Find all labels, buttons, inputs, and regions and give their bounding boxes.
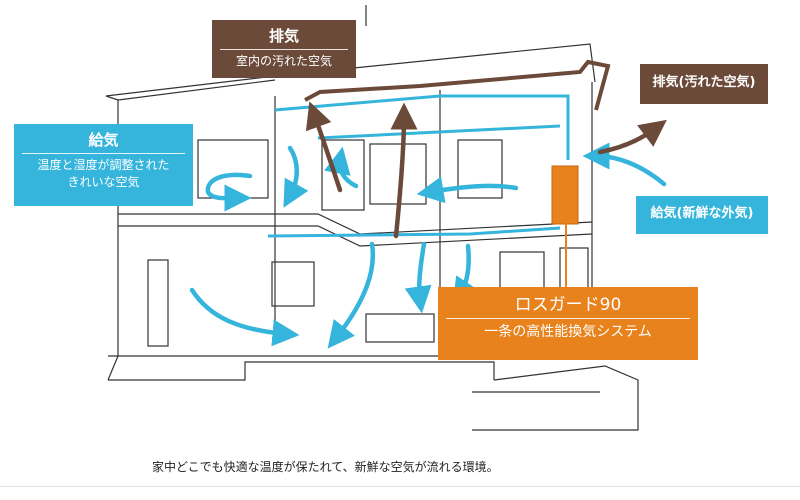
supply-outdoor-label: 給気(新鮮な外気)	[636, 196, 768, 234]
lower-window-mid	[271, 261, 315, 307]
foundation	[108, 361, 495, 381]
supply-indoor-sub-line1: 温度と湿度が調整された	[37, 158, 170, 172]
supply-air-arrows	[189, 142, 667, 349]
bathtub	[365, 313, 435, 343]
lower-window-right	[499, 251, 545, 289]
supply-arrow-lower-mid-2	[404, 241, 432, 314]
supply-arrow-upper-right	[416, 176, 519, 204]
supply-arrow-lower-left	[189, 287, 300, 347]
exhaust-arrow-up-left	[305, 101, 343, 193]
supply-duct-upper	[274, 94, 570, 160]
label-divider	[22, 153, 185, 154]
ducts	[267, 59, 611, 238]
upper-window-right	[457, 139, 503, 199]
exhaust-indoor-label: 排気 室内の汚れた空気	[212, 20, 356, 78]
exhaust-duct-main	[304, 59, 611, 111]
supply-arrow-lower-mid	[327, 241, 376, 349]
supply-arrow-upper-mid	[324, 146, 359, 189]
supply-arrow-upper-left	[205, 172, 253, 212]
exhaust-arrow-up-right	[390, 102, 418, 239]
exhaust-indoor-sub: 室内の汚れた空気	[235, 54, 332, 68]
lossguard-label: ロスガード90 一条の高性能換気システム	[438, 287, 698, 360]
supply-arrow-upper-left-2	[283, 145, 309, 208]
supply-duct-branch	[317, 124, 561, 140]
roof-eave	[105, 79, 276, 101]
supply-duct-lower	[267, 226, 561, 238]
supply-indoor-sub-line2: きれいな空気	[67, 175, 140, 189]
label-divider	[220, 49, 348, 50]
exhaust-outdoor-title: 排気(汚れた空気)	[652, 75, 756, 90]
lossguard-title: ロスガード90	[514, 295, 622, 315]
supply-arrow-inflow	[582, 142, 667, 187]
supply-outdoor-title: 給気(新鮮な外気)	[650, 206, 754, 221]
supply-indoor-label: 給気 温度と湿度が調整された きれいな空気	[14, 124, 193, 206]
exhaust-indoor-title: 排気	[268, 27, 299, 45]
lower-door-left	[147, 259, 169, 347]
foundation-right	[472, 365, 639, 431]
upper-floor-slab	[118, 213, 593, 235]
exhaust-air-arrows	[305, 101, 667, 239]
footer-divider	[0, 486, 800, 487]
supply-indoor-title: 給気	[88, 131, 119, 149]
exhaust-outdoor-label: 排気(汚れた空気)	[640, 64, 768, 104]
diagram-caption: 家中どこでも快適な温度が保たれて、新鮮な空気が流れる環境。	[152, 460, 499, 474]
label-divider	[446, 318, 690, 319]
exhaust-arrow-outflow	[597, 119, 667, 155]
lossguard-sub: 一条の高性能換気システム	[484, 324, 652, 340]
upper-door	[321, 139, 365, 211]
